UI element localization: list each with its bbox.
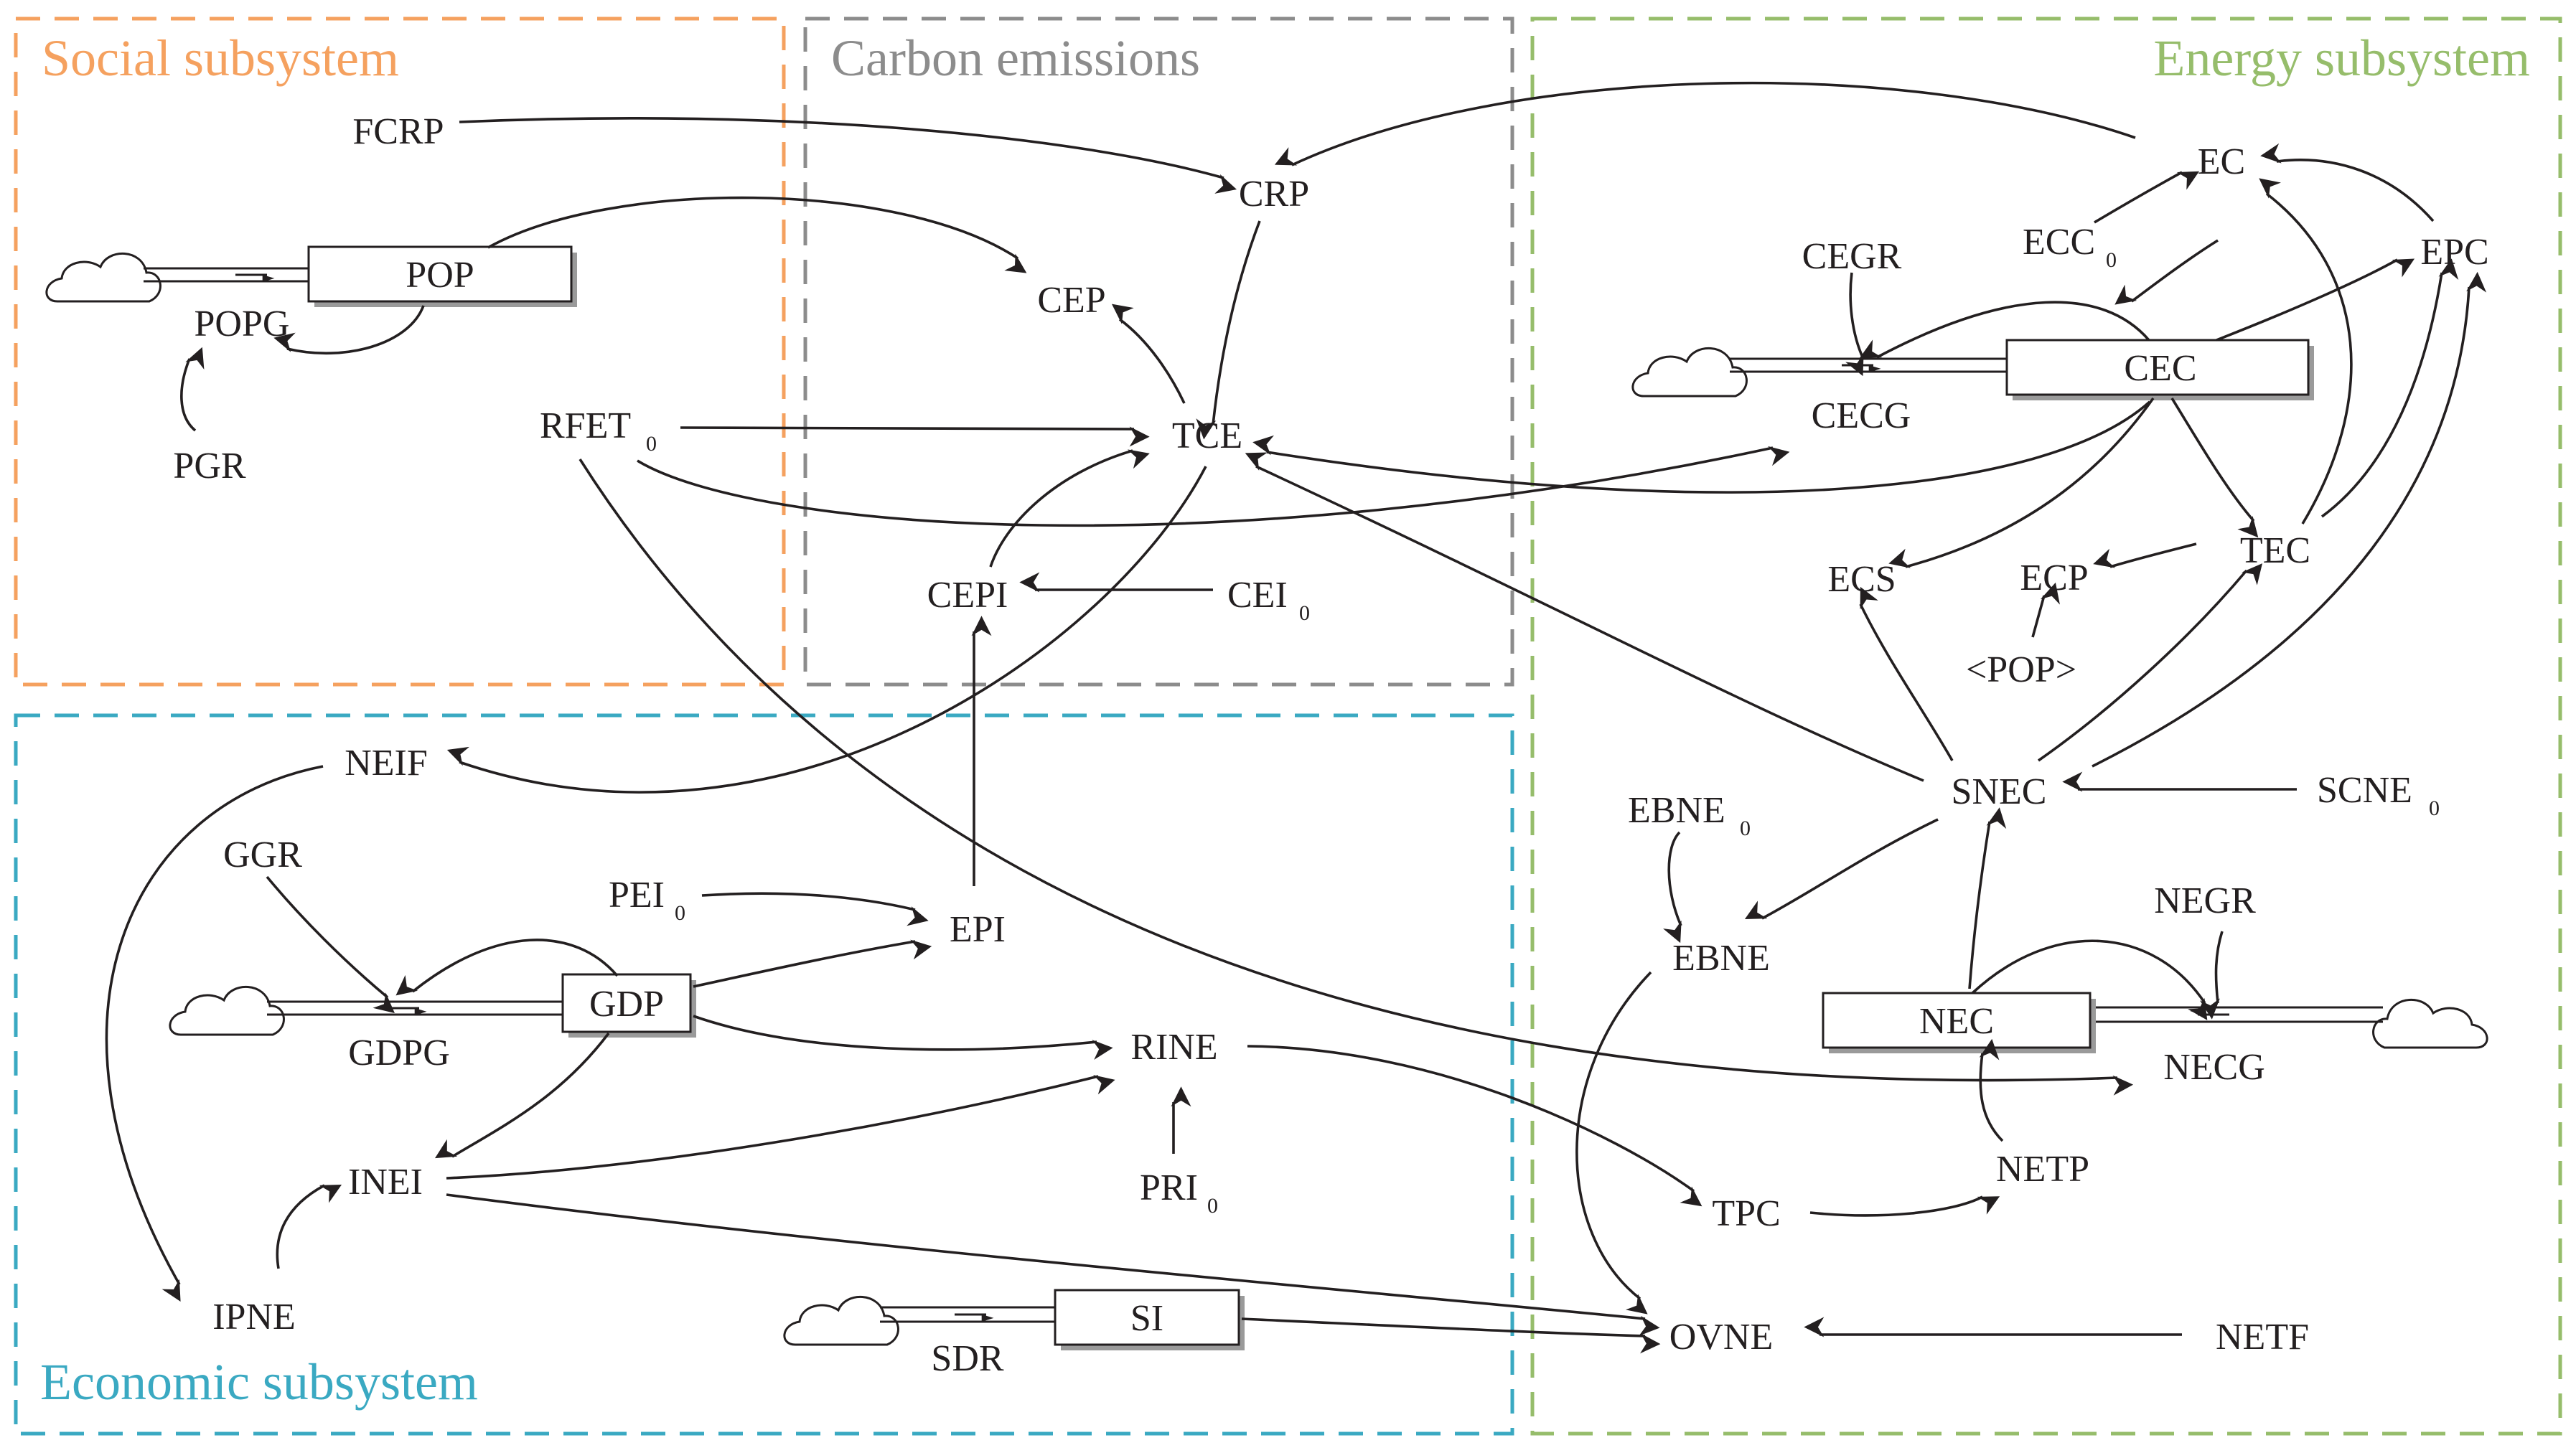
- svg-text:ECC: ECC: [2023, 222, 2095, 263]
- economic-subsystem-box: [14, 713, 1514, 1436]
- node-popg[interactable]: POPG: [195, 304, 290, 344]
- carbon-emissions-box: [803, 17, 1514, 687]
- energy-subsystem-box: [1530, 17, 2562, 1436]
- node-ipne[interactable]: IPNE: [212, 1297, 296, 1337]
- svg-text:GDP: GDP: [589, 984, 664, 1025]
- node-epi[interactable]: EPI: [950, 909, 1006, 950]
- node-fcrp[interactable]: FCRP: [352, 111, 444, 152]
- node-cei0[interactable]: CEI 0: [1227, 575, 1310, 625]
- stock-cec[interactable]: CEC: [2005, 339, 2314, 400]
- cec-source-cloud: [1631, 347, 1748, 398]
- svg-text:0: 0: [2106, 248, 2117, 272]
- node-pri0[interactable]: PRI 0: [1140, 1167, 1218, 1218]
- node-scne0[interactable]: SCNE 0: [2317, 770, 2440, 820]
- node-ovne[interactable]: OVNE: [1669, 1317, 1773, 1358]
- svg-text:0: 0: [646, 432, 657, 456]
- node-pgr[interactable]: PGR: [173, 446, 245, 486]
- node-ggr[interactable]: GGR: [223, 834, 302, 875]
- node-sdr[interactable]: SDR: [931, 1338, 1003, 1379]
- node-tpc[interactable]: TPC: [1712, 1193, 1780, 1234]
- svg-text:RFET: RFET: [540, 405, 631, 446]
- node-tce[interactable]: TCE: [1172, 415, 1242, 456]
- economic-subsystem-title: Economic subsystem: [40, 1353, 478, 1411]
- node-inei[interactable]: INEI: [348, 1162, 423, 1203]
- stock-si[interactable]: SI: [1054, 1289, 1245, 1350]
- svg-text:SI: SI: [1130, 1298, 1163, 1339]
- variable-labels: FCRP CRP CEP TCE CEPI POPG PGR RFET 0 CE…: [173, 111, 2488, 1379]
- stock-nec[interactable]: NEC: [1822, 992, 2096, 1053]
- svg-text:EBNE: EBNE: [1628, 790, 1725, 831]
- carbon-emissions-title: Carbon emissions: [831, 29, 1200, 87]
- svg-text:CEI: CEI: [1227, 575, 1288, 616]
- svg-text:POP: POP: [406, 255, 474, 296]
- svg-text:0: 0: [2429, 796, 2440, 820]
- node-crp[interactable]: CRP: [1239, 174, 1309, 215]
- causal-links: [105, 81, 2487, 1354]
- node-epc[interactable]: EPC: [2420, 232, 2488, 273]
- svg-text:0: 0: [1207, 1194, 1218, 1218]
- node-necg[interactable]: NECG: [2163, 1047, 2265, 1088]
- node-ebne[interactable]: EBNE: [1672, 938, 1770, 979]
- svg-text:CEC: CEC: [2124, 348, 2196, 389]
- node-rfet0[interactable]: RFET 0: [540, 405, 657, 456]
- node-cepi[interactable]: CEPI: [927, 575, 1008, 616]
- node-netf[interactable]: NETF: [2216, 1317, 2309, 1358]
- node-negr[interactable]: NEGR: [2154, 880, 2256, 921]
- stock-gdp[interactable]: GDP: [561, 973, 696, 1038]
- node-netp[interactable]: NETP: [1996, 1149, 2089, 1190]
- node-pop-shadow[interactable]: <POP>: [1966, 649, 2076, 690]
- stock-pop[interactable]: POP: [307, 245, 577, 307]
- node-ecs[interactable]: ECS: [1827, 559, 1896, 600]
- svg-text:PEI: PEI: [609, 875, 665, 916]
- svg-text:PRI: PRI: [1140, 1167, 1198, 1208]
- nec-source-cloud: [2372, 998, 2488, 1049]
- node-rine[interactable]: RINE: [1130, 1027, 1217, 1068]
- node-tec[interactable]: TEC: [2240, 530, 2310, 571]
- svg-text:0: 0: [1740, 817, 1751, 840]
- node-neif[interactable]: NEIF: [345, 743, 428, 784]
- node-ec[interactable]: EC: [2198, 141, 2245, 182]
- node-cecg[interactable]: CECG: [1812, 395, 1911, 436]
- energy-subsystem-title: Energy subsystem: [2153, 29, 2530, 87]
- node-ebne0[interactable]: EBNE 0: [1628, 790, 1751, 840]
- node-cegr[interactable]: CEGR: [1802, 236, 1902, 277]
- node-cep[interactable]: CEP: [1037, 280, 1105, 321]
- svg-text:0: 0: [1299, 601, 1310, 625]
- gdp-source-cloud: [169, 985, 285, 1036]
- node-snec[interactable]: SNEC: [1952, 771, 2047, 812]
- svg-text:0: 0: [675, 901, 685, 925]
- node-pei0[interactable]: PEI 0: [609, 875, 685, 925]
- svg-text:SCNE: SCNE: [2317, 770, 2412, 811]
- node-gdpg[interactable]: GDPG: [348, 1033, 450, 1073]
- node-ecp[interactable]: ECP: [2020, 558, 2088, 598]
- social-subsystem-box: [14, 17, 786, 687]
- svg-text:NEC: NEC: [1919, 1001, 1994, 1042]
- social-subsystem-title: Social subsystem: [42, 29, 399, 87]
- node-ecc0[interactable]: ECC 0: [2023, 222, 2117, 272]
- pop-source-cloud: [45, 252, 161, 303]
